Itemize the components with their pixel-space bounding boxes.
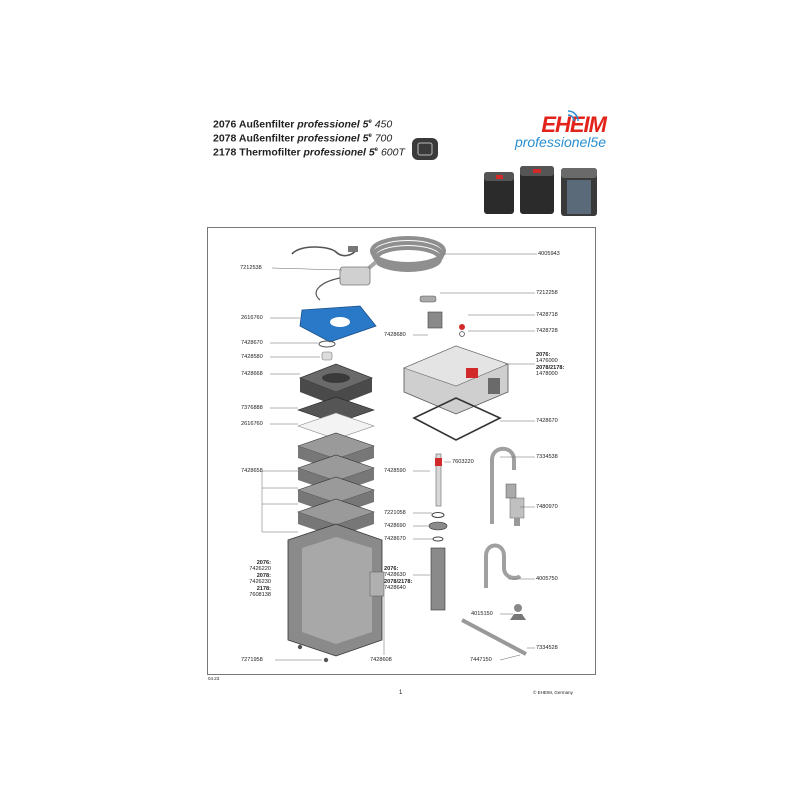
diagram-frame xyxy=(207,227,596,675)
spray-bar-bend-part xyxy=(484,543,522,588)
brand-logo: EHEIM professionel5e xyxy=(486,112,607,150)
ring-part-small xyxy=(431,512,445,518)
o-ring-part-small xyxy=(432,536,444,542)
part-label: 7428718 xyxy=(536,312,558,318)
part-label: 7428670 xyxy=(241,340,263,346)
footer-copyright: © EHEIM, Germany xyxy=(533,690,573,695)
header-titles: 2076 Außenfilter professionel 5e 450 207… xyxy=(213,117,405,159)
brand-wifi-icon xyxy=(567,110,579,122)
heater-rod-part xyxy=(435,453,442,507)
part-label-group: 2076: 1476000 2078/2178: 1478000 xyxy=(536,352,565,378)
part-label: 7271958 xyxy=(241,657,263,663)
part-label: 7428580 xyxy=(241,354,263,360)
part-label-group: 2076: 7428630 2078/2178: 7428640 xyxy=(384,566,413,592)
part-label: 7428680 xyxy=(384,332,406,338)
power-supply-part xyxy=(315,266,371,301)
top-basket-part xyxy=(298,363,374,406)
part-label: 7428658 xyxy=(241,468,263,474)
part-label: 7428590 xyxy=(384,468,406,474)
connector-part xyxy=(419,295,465,337)
title-line-2076: 2076 Außenfilter professionel 5e 450 xyxy=(213,118,393,131)
intake-strainer-part xyxy=(505,483,525,526)
spray-bar-part xyxy=(461,618,527,656)
part-label: 7428690 xyxy=(384,523,406,529)
foot-part xyxy=(297,644,303,650)
filter-mat-white xyxy=(297,412,375,440)
part-label: 2616760 xyxy=(241,421,263,427)
part-label: 7221058 xyxy=(384,510,406,516)
part-label: 7447150 xyxy=(470,657,492,663)
leader-lines xyxy=(261,253,537,661)
pump-head-part xyxy=(403,345,509,415)
title-line-2178: 2178 Thermofilter professionel 5e 600T xyxy=(213,146,405,159)
product-photo-600t xyxy=(561,168,597,216)
filter-canister-part xyxy=(287,523,385,657)
part-label: 7480970 xyxy=(536,504,558,510)
hose-coil-part xyxy=(348,236,446,286)
clip-part xyxy=(321,351,333,361)
footer-date: 04.23 xyxy=(208,676,220,681)
sealing-ring-part xyxy=(412,397,502,441)
foot-part-front xyxy=(323,657,329,663)
footer-page-number: 1 xyxy=(399,690,403,696)
part-label: 7428728 xyxy=(536,328,558,334)
part-label: 7428670 xyxy=(384,536,406,542)
intake-tube-part xyxy=(430,547,446,611)
part-label: 4005750 xyxy=(536,576,558,582)
brand-name: EHEIM xyxy=(541,112,607,137)
adapter-part xyxy=(428,521,448,531)
part-label: 7428670 xyxy=(536,418,558,424)
part-label: 7428668 xyxy=(241,371,263,377)
part-label: 2616760 xyxy=(241,315,263,321)
part-label: 4005943 xyxy=(538,251,560,257)
outlet-pipe-part xyxy=(490,446,516,524)
part-label: 7603220 xyxy=(452,459,474,465)
part-label: 7428608 xyxy=(370,657,392,663)
part-label: 4015150 xyxy=(471,611,493,617)
part-label: 7212258 xyxy=(536,290,558,296)
part-label: 7334538 xyxy=(536,454,558,460)
media-baskets-part xyxy=(297,432,375,537)
part-label-group: 2076: 7426220 2078: 7426230 2178: 760813… xyxy=(249,560,271,599)
thermo-controller-icon xyxy=(412,138,438,160)
product-photo-450 xyxy=(484,172,514,214)
blue-prefilter-pad xyxy=(299,305,377,343)
part-label: 7376888 xyxy=(241,405,263,411)
part-label: 7212538 xyxy=(240,265,262,271)
brand-subtitle: professionel5e xyxy=(514,134,606,150)
part-label: 7334528 xyxy=(536,645,558,651)
title-line-2078: 2078 Außenfilter professionel 5e 700 xyxy=(213,132,393,145)
suction-cup-part xyxy=(510,604,526,620)
product-photo-700 xyxy=(520,166,554,214)
o-ring-part xyxy=(318,340,336,348)
power-cable-part xyxy=(291,246,358,257)
